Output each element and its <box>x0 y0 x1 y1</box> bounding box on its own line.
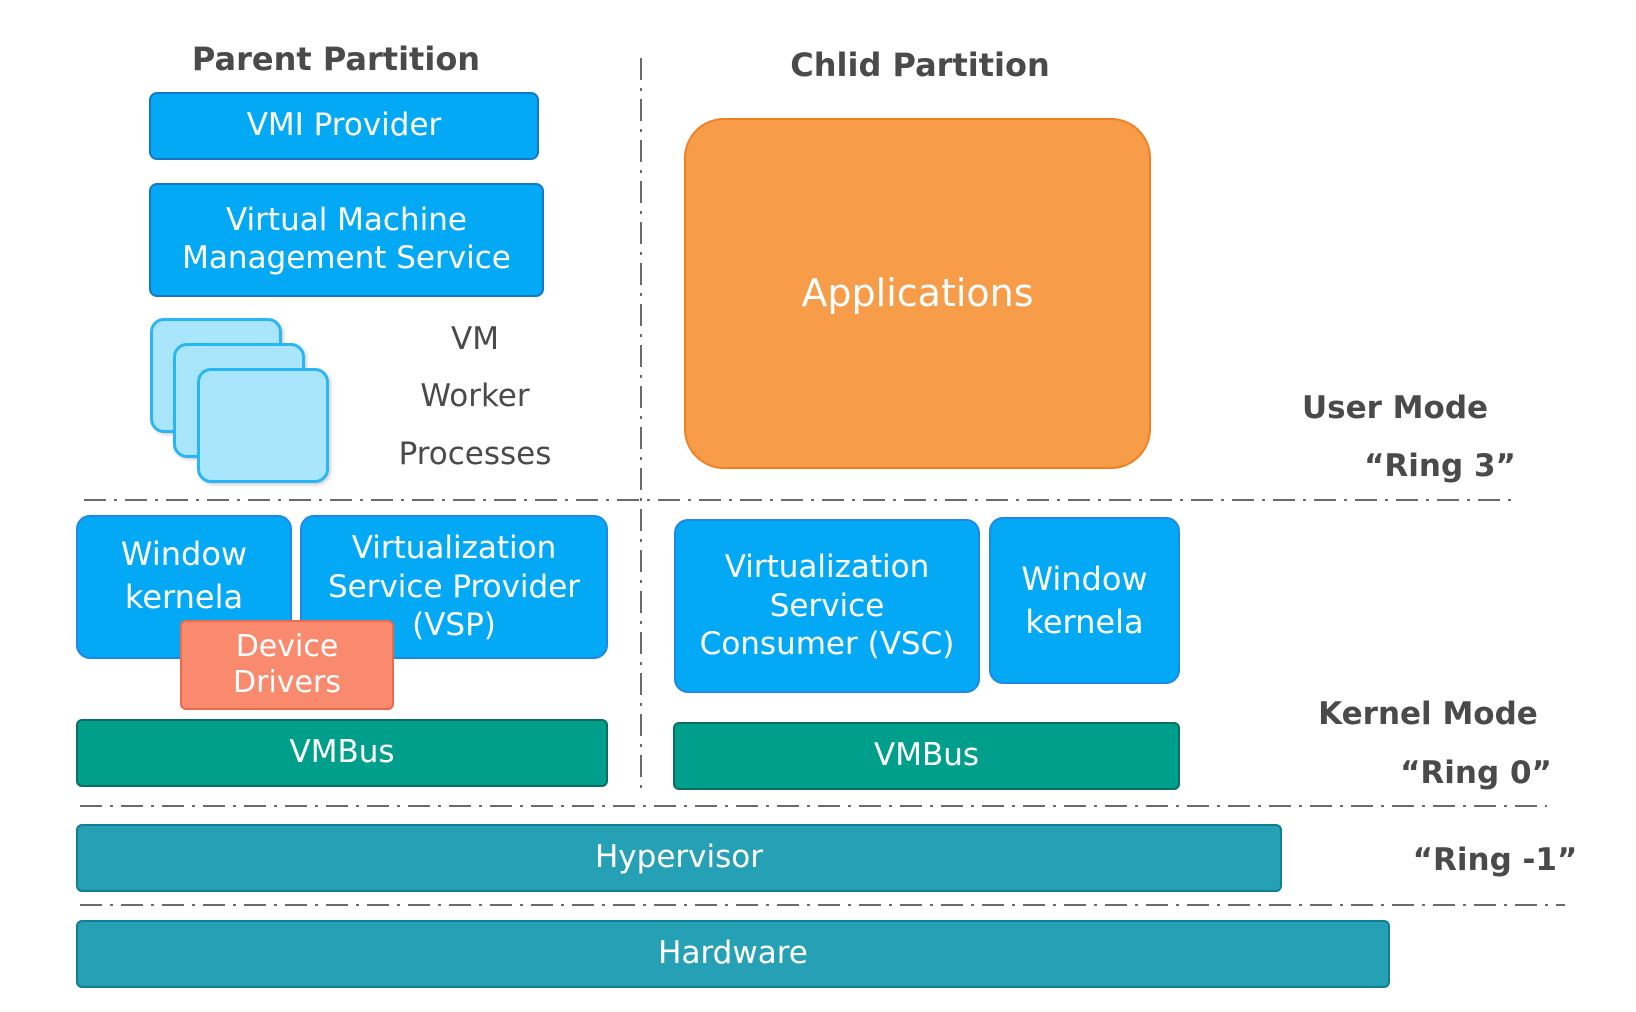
vmms-box: Virtual Machine Management Service <box>149 183 544 297</box>
vm-worker-label-line-3: Processes <box>398 436 552 472</box>
parent-window-kernel-line-2: kernela <box>124 578 244 617</box>
ring-minus1-label: “Ring -1” <box>1412 842 1578 878</box>
vsp-label-line-3: (VSP) <box>412 607 496 644</box>
user-mode-label: User Mode <box>1301 390 1489 426</box>
vmms-label-line-2: Management Service <box>182 240 511 276</box>
applications-box: Applications <box>684 118 1151 469</box>
parent-window-kernel-line-1: Window <box>120 535 248 573</box>
applications-label: Applications <box>801 271 1034 316</box>
vsc-label-line-3: Consumer (VSC) <box>699 626 955 663</box>
vm-worker-label-line-2: Worker <box>420 378 530 414</box>
vsc-box: Virtualization Service Consumer (VSC) <box>674 519 980 693</box>
vmi-provider-box: VMI Provider <box>149 92 539 160</box>
child-window-kernel-line-2: kernela <box>1025 602 1144 641</box>
child-partition-title: Chlid Partition <box>790 46 1050 84</box>
vmms-label-line-1: Virtual Machine <box>226 202 467 239</box>
kernel-mode-label: Kernel Mode <box>1318 696 1538 732</box>
hardware-label: Hardware <box>658 935 808 972</box>
ring0-label: “Ring 0” <box>1400 755 1552 791</box>
hypervisor-label: Hypervisor <box>595 839 763 876</box>
parent-vmbus-label: VMBus <box>289 734 395 771</box>
ring3-label: “Ring 3” <box>1364 448 1516 484</box>
vm-worker-card-front <box>197 368 329 483</box>
vsc-label-line-2: Service <box>769 587 885 624</box>
vsp-label-line-1: Virtualization <box>351 530 557 567</box>
child-vmbus-box: VMBus <box>673 722 1180 790</box>
hypervisor-box: Hypervisor <box>76 824 1282 892</box>
child-vmbus-label: VMBus <box>873 737 980 774</box>
vmi-provider-label: VMI Provider <box>246 107 442 144</box>
device-drivers-line-1: Device <box>235 629 339 664</box>
vm-worker-label-line-1: VM <box>451 321 499 357</box>
parent-vmbus-box: VMBus <box>76 719 608 787</box>
child-window-kernel-box: Window kernela <box>989 517 1180 684</box>
child-window-kernel-line-1: Window <box>1021 559 1148 598</box>
vsp-label-line-2: Service Provider <box>327 568 581 605</box>
device-drivers-box: Device Drivers <box>180 620 394 710</box>
device-drivers-line-2: Drivers <box>233 665 341 700</box>
vsc-label-line-1: Virtualization <box>724 549 930 586</box>
parent-partition-title: Parent Partition <box>191 40 481 78</box>
hardware-box: Hardware <box>76 920 1390 988</box>
